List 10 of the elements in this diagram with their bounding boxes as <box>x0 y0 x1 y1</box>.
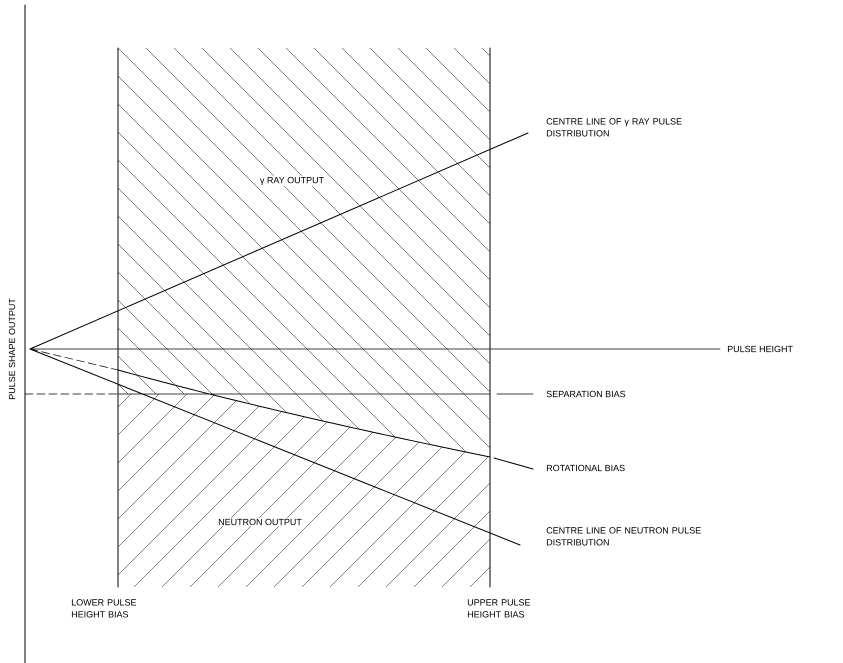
curve-label: CENTRE LINE OF γ RAY PULSE DISTRIBUTION <box>546 118 682 136</box>
region-label: γ RAY OUTPUT <box>258 176 326 186</box>
bias-label: LOWER PULSE HEIGHT BIAS <box>72 599 136 618</box>
axis-label: PULSE SHAPE OUTPUT <box>8 298 16 400</box>
line-label: ROTATIONAL BIAS <box>546 464 625 472</box>
region-label: NEUTRON OUTPUT <box>217 518 303 526</box>
curve-label: CENTRE LINE OF NEUTRON PULSE DISTRIBUTION <box>546 527 701 546</box>
bias-label: UPPER PULSE HEIGHT BIAS <box>468 599 530 618</box>
line-label: SEPARATION BIAS <box>546 390 626 398</box>
line-label: PULSE HEIGHT <box>728 346 793 352</box>
